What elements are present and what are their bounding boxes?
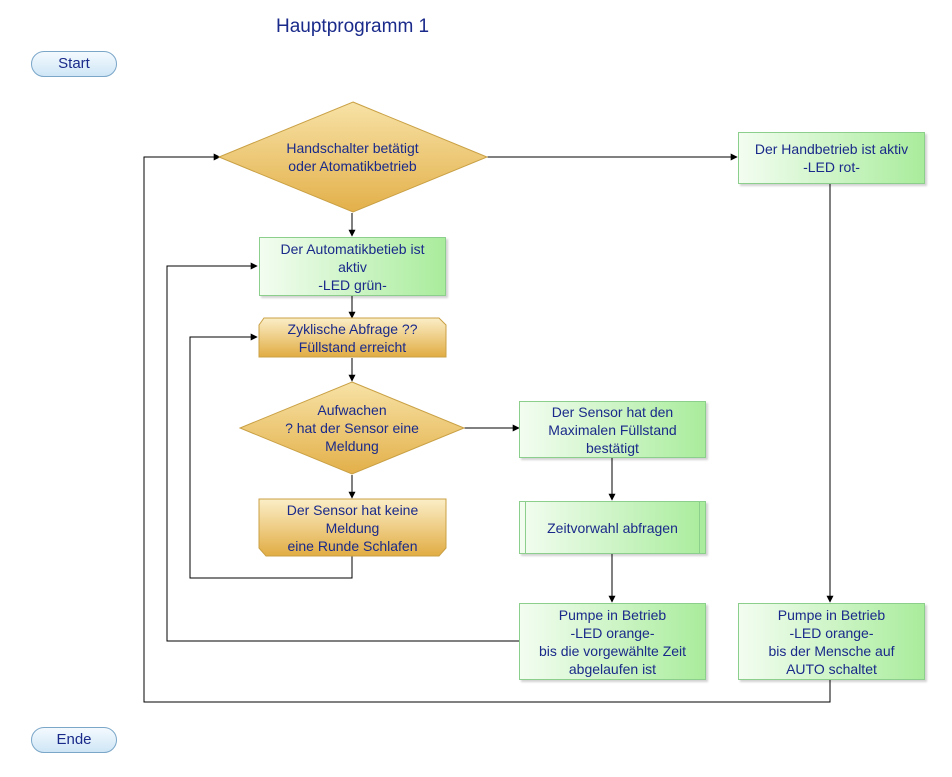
decision-hand-shape bbox=[217, 101, 489, 213]
sensor-none-shape bbox=[258, 498, 447, 557]
sensor-none-label: Der Sensor hat keine Meldung eine Runde … bbox=[286, 501, 419, 554]
time-query-box: Zeitvorwahl abfragen bbox=[519, 501, 706, 554]
decision-wake-label: Aufwachen ? hat der Sensor eine Meldung bbox=[285, 402, 419, 454]
loop-sleep-to-cyclic bbox=[189, 333, 353, 579]
pump-hand-box: Pumpe in Betrieb -LED orange- bis der Me… bbox=[738, 603, 925, 680]
loop-hand-pump-to-decision bbox=[143, 153, 831, 703]
sensor-max-box: Der Sensor hat den Maximalen Füllstand b… bbox=[519, 401, 706, 458]
auto-active-box: Der Automatikbetieb ist aktiv -LED grün- bbox=[259, 237, 446, 296]
loop-pump-to-auto bbox=[166, 262, 519, 642]
end-terminator[interactable]: Ende bbox=[31, 727, 117, 753]
cyclic-query-label: Zyklische Abfrage ?? Füllstand erreicht bbox=[287, 320, 418, 355]
cyclic-query-shape bbox=[258, 317, 447, 358]
pump-auto-box: Pumpe in Betrieb -LED orange- bis die vo… bbox=[519, 603, 706, 680]
decision-wake-shape bbox=[238, 381, 466, 475]
hand-active-box: Der Handbetrieb ist aktiv -LED rot- bbox=[738, 132, 925, 184]
connectors bbox=[143, 153, 834, 703]
start-terminator[interactable]: Start bbox=[31, 51, 117, 77]
page-title: Hauptprogramm 1 bbox=[276, 16, 430, 37]
decision-hand-label: Handschalter betätigt oder Atomatikbetri… bbox=[286, 140, 419, 174]
